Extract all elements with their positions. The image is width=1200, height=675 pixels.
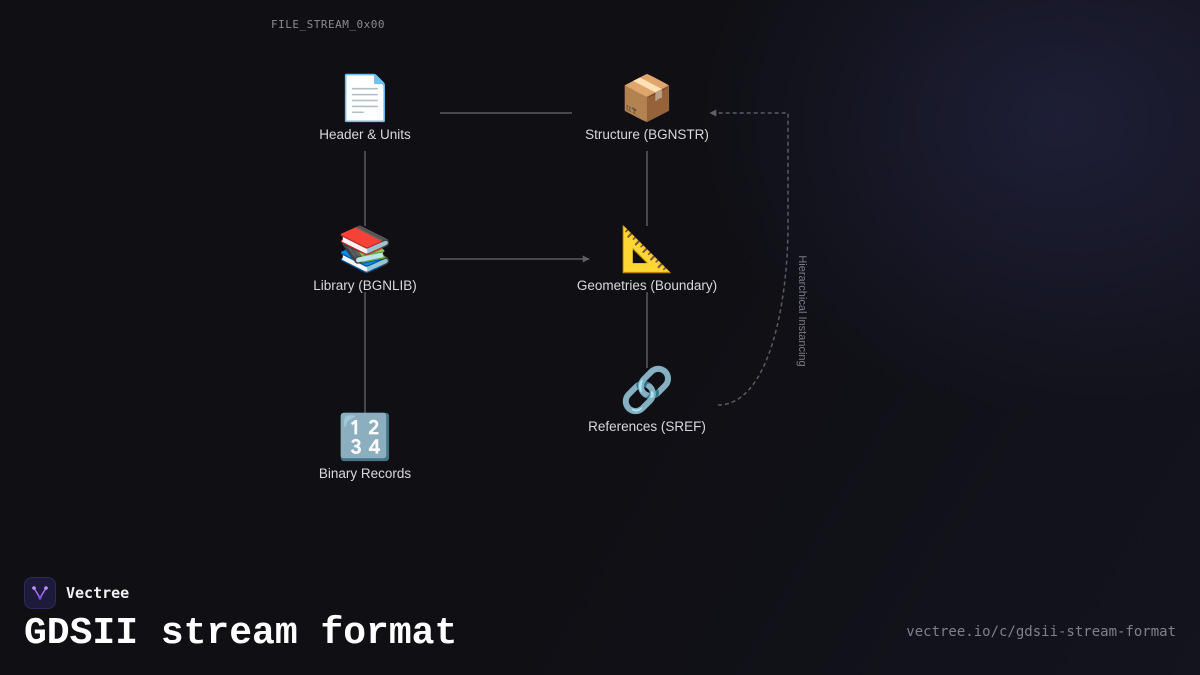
node-binary-records: 🔢 Binary Records: [265, 413, 465, 481]
node-header-units: 📄 Header & Units: [265, 74, 465, 142]
node-label: Structure (BGNSTR): [585, 127, 709, 142]
node-library: 📚 Library (BGNLIB): [265, 225, 465, 293]
file-stream-label: FILE_STREAM_0x00: [271, 18, 385, 31]
edge-references-structure-loop: [709, 109, 789, 406]
node-label: Geometries (Boundary): [576, 278, 718, 293]
numbers-icon: 🔢: [337, 413, 393, 462]
node-label: Header & Units: [319, 127, 411, 142]
page-title: GDSII stream format: [24, 612, 458, 655]
node-structure: 📦 Structure (BGNSTR): [547, 74, 747, 142]
link-icon: 🔗: [619, 366, 675, 415]
brand-name: Vectree: [66, 584, 130, 602]
node-references: 🔗 References (SREF): [547, 366, 747, 434]
node-geometries: 📐 Geometries (Boundary): [547, 225, 747, 293]
books-icon: 📚: [337, 225, 393, 274]
node-label: References (SREF): [588, 419, 706, 434]
triangular-ruler-icon: 📐: [619, 225, 675, 274]
brand: Vectree: [24, 577, 129, 609]
package-icon: 📦: [619, 74, 675, 123]
node-label: Library (BGNLIB): [313, 278, 417, 293]
node-label: Binary Records: [318, 466, 412, 481]
vectree-logo-icon: [24, 577, 56, 609]
page-url: vectree.io/c/gdsii-stream-format: [906, 624, 1176, 640]
document-icon: 📄: [337, 74, 393, 123]
hierarchical-instancing-label: Hierarchical Instancing: [796, 255, 808, 367]
